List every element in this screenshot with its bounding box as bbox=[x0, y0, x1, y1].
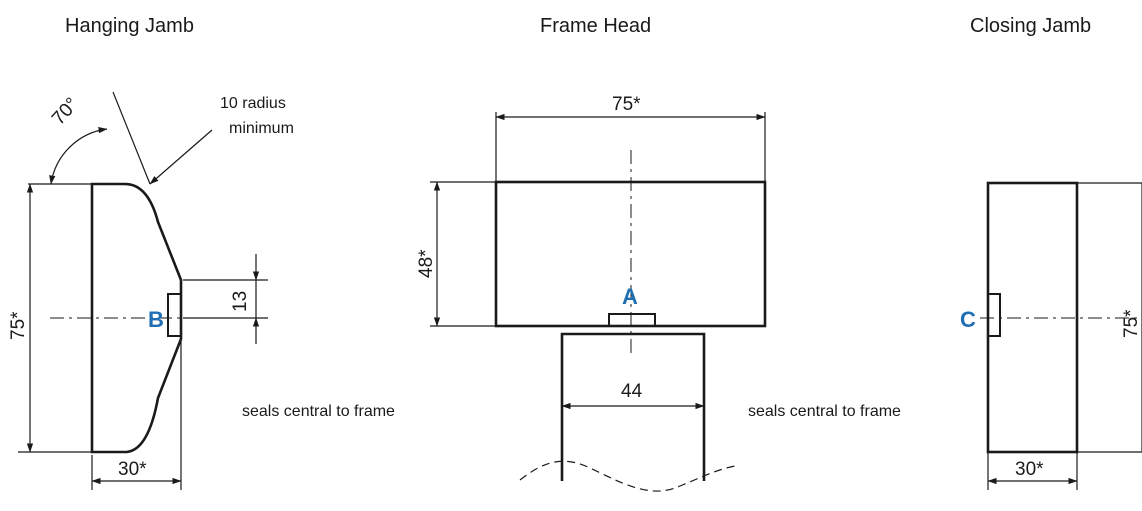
angle-label: 70° bbox=[48, 94, 83, 129]
hanging-width-label: 30* bbox=[118, 459, 147, 480]
seal-height-label: 13 bbox=[230, 291, 251, 312]
radius-leader bbox=[149, 129, 213, 185]
radius-note-line2: minimum bbox=[229, 120, 294, 137]
seals-note-left: seals central to frame bbox=[242, 403, 395, 420]
marker-a: A bbox=[622, 284, 638, 309]
marker-b: B bbox=[148, 307, 164, 332]
angle-reference-line bbox=[112, 91, 151, 185]
hanging-jamb-title: Hanging Jamb bbox=[65, 15, 194, 37]
closing-height-label: 75* bbox=[1121, 309, 1142, 338]
head-width-label: 75* bbox=[612, 94, 641, 115]
seal-groove-b bbox=[167, 293, 182, 337]
hanging-jamb-section: 70° 10 radius minimum 75* 13 30* B bbox=[8, 91, 294, 490]
break-line bbox=[519, 460, 736, 492]
closing-width-label: 30* bbox=[1015, 459, 1044, 480]
door-width-label: 44 bbox=[621, 381, 643, 402]
frame-head-title: Frame Head bbox=[540, 15, 651, 37]
marker-c: C bbox=[960, 307, 976, 332]
door-leaf-profile bbox=[560, 332, 706, 481]
closing-jamb-title: Closing Jamb bbox=[970, 15, 1091, 37]
closing-jamb-section: 75* 30* C bbox=[960, 181, 1142, 490]
hanging-height-label: 75* bbox=[8, 311, 29, 340]
angle-arc bbox=[49, 126, 108, 185]
frame-head-section: 75* 48* 44 A bbox=[416, 94, 767, 492]
hanging-jamb-profile bbox=[90, 182, 183, 454]
head-height-label: 48* bbox=[416, 249, 437, 278]
seal-groove-c bbox=[987, 293, 1001, 337]
seal-groove-a bbox=[608, 313, 656, 327]
radius-note-line1: 10 radius bbox=[220, 95, 286, 112]
seals-note-right: seals central to frame bbox=[748, 403, 901, 420]
